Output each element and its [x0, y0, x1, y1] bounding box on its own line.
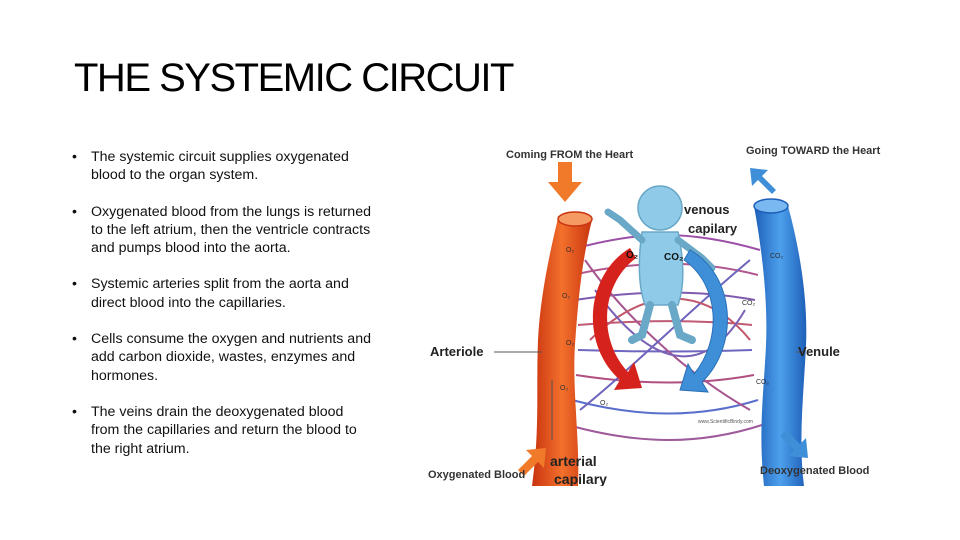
label-coming-from-heart: Coming FROM the Heart — [506, 149, 633, 161]
label-arterial: arterial — [550, 453, 597, 469]
venule-vessel — [754, 206, 807, 486]
slide-title: THE SYSTEMIC CIRCUIT — [74, 56, 514, 100]
label-venous: venous — [684, 202, 730, 217]
label-arteriole: Arteriole — [430, 344, 483, 359]
bullet-item: • Oxygenated blood from the lungs is retu… — [72, 203, 372, 258]
bullet-list: • The systemic circuit supplies oxygenate… — [72, 148, 372, 476]
bullet-dot: • — [72, 276, 77, 293]
bullet-text: Systemic arteries split from the aorta a… — [91, 276, 349, 311]
svg-text:CO₂: CO₂ — [756, 379, 770, 386]
label-oxygenated-blood: Oxygenated Blood — [428, 469, 525, 481]
gas-markers: O₂ O₂ O₂ O₂ O₂ CO₂ CO₂ CO₂ — [560, 247, 784, 407]
systemic-circuit-diagram: O₂ O₂ O₂ O₂ O₂ CO₂ CO₂ CO₂ Coming FROM t… — [428, 145, 881, 486]
red-exchange-arrow — [592, 248, 642, 390]
label-arterial-capilary: capilary — [554, 471, 607, 486]
arteriole-vessel — [532, 218, 592, 486]
bullet-dot: • — [72, 403, 77, 420]
svg-text:O₂: O₂ — [600, 400, 608, 407]
label-venous-capilary: capilary — [688, 221, 738, 236]
bullet-text: The veins drain the deoxygenated blood f… — [91, 403, 357, 457]
bullet-item: • Systemic arteries split from the aorta … — [72, 275, 372, 312]
figure-icon — [604, 185, 716, 344]
venule-opening — [753, 198, 789, 214]
arteriole-opening — [557, 211, 593, 227]
svg-text:O₂: O₂ — [566, 247, 574, 254]
svg-text:CO₂: CO₂ — [742, 300, 756, 307]
svg-text:O₂: O₂ — [562, 293, 570, 300]
bullet-dot: • — [72, 203, 77, 220]
bullet-item: • Cells consume the oxygen and nutrients … — [72, 330, 372, 385]
label-deoxygenated-blood: Deoxygenated Blood — [760, 465, 869, 477]
bullet-item: • The systemic circuit supplies oxygenate… — [72, 148, 372, 185]
arrow-oxygenated-blood — [518, 448, 546, 476]
bullet-text: Cells consume the oxygen and nutrients a… — [91, 331, 371, 384]
label-venule: Venule — [798, 344, 840, 359]
label-going-toward-heart: Going TOWARD the Heart — [746, 145, 881, 157]
arrow-deoxygenated-blood — [780, 430, 808, 458]
svg-text:O₂: O₂ — [560, 385, 568, 392]
svg-text:CO₂: CO₂ — [770, 253, 784, 260]
label-watermark: www.ScientificBindy.com — [698, 419, 753, 425]
bullet-dot: • — [72, 149, 77, 165]
bullet-text: Oxygenated blood from the lungs is retur… — [91, 203, 371, 257]
bullet-dot: • — [72, 331, 77, 348]
label-o2: O₂ — [626, 250, 638, 261]
svg-text:O₂: O₂ — [566, 340, 574, 347]
arrow-coming-from-heart — [548, 162, 582, 202]
label-co2: CO₂ — [664, 252, 683, 263]
bullet-text: The systemic circuit supplies oxygenated… — [91, 149, 349, 184]
bullet-item: • The veins drain the deoxygenated blood … — [72, 403, 372, 458]
arrow-going-toward-heart — [750, 168, 776, 194]
blue-exchange-arrow — [679, 249, 728, 393]
